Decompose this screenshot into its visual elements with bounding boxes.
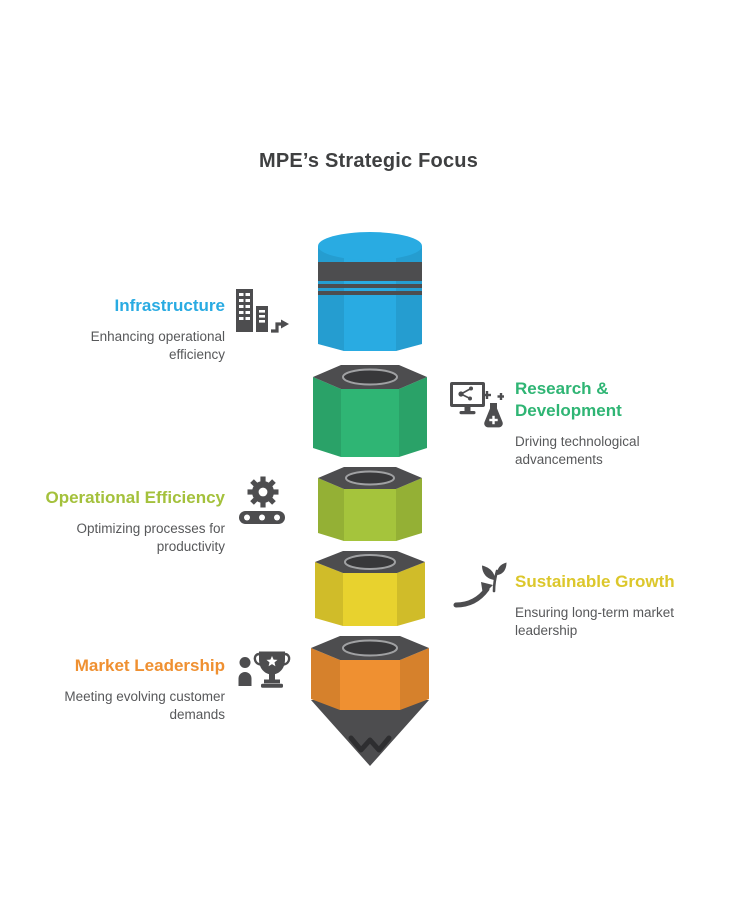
item-sustainable-growth-desc: Ensuring long-term market leadership <box>515 605 675 638</box>
item-rnd: Research & Development Driving technolog… <box>515 378 710 468</box>
monitor-flask-icon <box>450 382 504 428</box>
item-sustainable-growth-title: Sustainable Growth <box>515 572 675 591</box>
funnel-pencil-graphic <box>311 232 429 766</box>
item-rnd-desc: Driving technological advancements <box>515 434 640 467</box>
buildings-icon <box>236 289 289 333</box>
item-market-leadership: Market Leadership Meeting evolving custo… <box>10 655 225 723</box>
item-infrastructure-desc: Enhancing operational efficiency <box>90 329 225 362</box>
funnel-segment-infrastructure <box>318 232 422 351</box>
item-operational-efficiency-desc: Optimizing processes for productivity <box>76 521 225 554</box>
item-sustainable-growth: Sustainable Growth Ensuring long-term ma… <box>515 571 710 639</box>
item-infrastructure-title: Infrastructure <box>114 296 225 315</box>
item-market-leadership-title: Market Leadership <box>74 656 225 675</box>
trophy-icon <box>238 651 291 688</box>
funnel-segment-rnd <box>313 365 427 457</box>
funnel-segment-market-leadership <box>311 636 429 710</box>
item-operational-efficiency: Operational Efficiency Optimizing proces… <box>10 487 226 555</box>
item-market-leadership-desc: Meeting evolving customer demands <box>64 689 225 722</box>
item-operational-efficiency-title: Operational Efficiency <box>45 488 226 507</box>
funnel-segment-sustainable-growth <box>315 551 425 626</box>
item-rnd-title: Research & Development <box>515 379 622 421</box>
funnel-segment-operational-efficiency <box>318 467 422 541</box>
funnel-tip-cone <box>311 700 429 766</box>
page-title: MPE’s Strategic Focus <box>258 150 479 172</box>
growth-plant-icon <box>453 562 507 608</box>
item-infrastructure: Infrastructure Enhancing operational eff… <box>10 295 225 363</box>
gears-icon <box>239 476 285 524</box>
